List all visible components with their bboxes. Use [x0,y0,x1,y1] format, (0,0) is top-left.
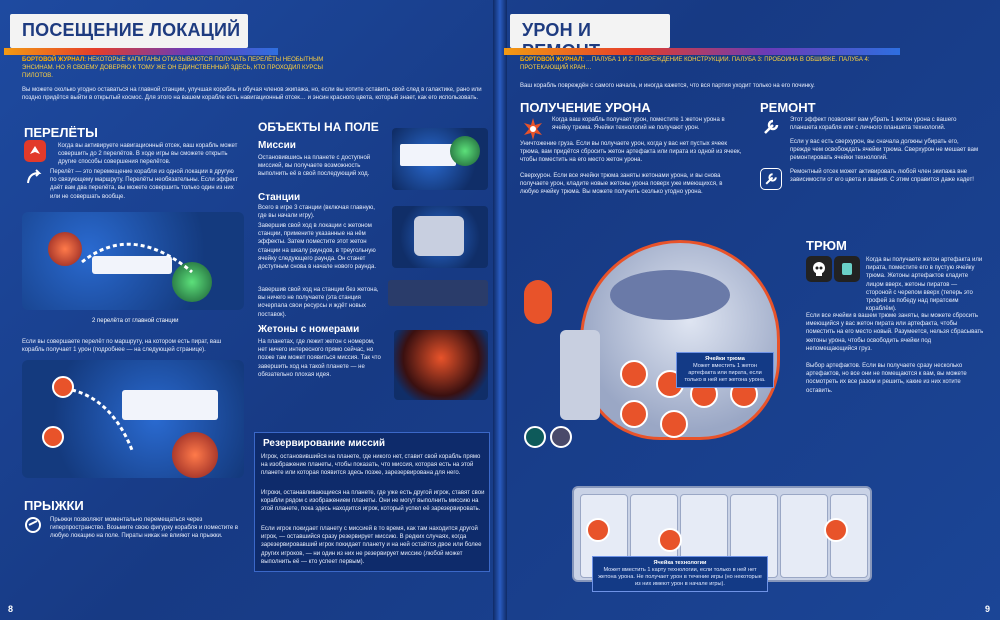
flights-heading: ПЕРЕЛЁТЫ [24,125,98,140]
hold-text-1: Когда вы получаете жетон артефакта или п… [866,257,983,313]
ship-log-label-right: БОРТОВОЙ ЖУРНАЛ: [520,57,585,63]
stations-text-1: Всего в игре 3 станции (включая главную,… [258,205,375,220]
reservation-heading: Резервирование миссий [263,438,386,449]
tech-slot-callout: Ячейка технологии Может вместить 1 карту… [592,556,768,592]
hold-text-3: Выбор артефактов. Если вы получаете сраз… [806,363,967,394]
damage-text-3: Сверхурон. Если все ячейки трюма заняты … [520,173,723,196]
intro-text: Вы можете сколько угодно оставаться на г… [22,87,482,102]
stations-text-3: Завершив свой ход на станции без жетона,… [258,287,379,318]
page-title-right: УРОН И РЕМОНТ [522,20,600,61]
missions-heading: Миссии [258,140,296,151]
ship-log-right: БОРТОВОЙ ЖУРНАЛ: …ПАЛУБА 1 И 2: ПОВРЕЖДЕ… [520,56,900,72]
jumps-text: Прыжки позволяют моментально перемещатьс… [50,517,239,540]
jumps-heading: ПРЫЖКИ [24,498,84,513]
map-caption: 2 перелёта от главной станции [92,318,179,324]
reservation-text-2: Игроки, останавливающиеся на планете, гд… [261,490,485,513]
repair-text-2: Если у вас есть сверхурон, вы сначала до… [790,139,979,162]
repair-heading: РЕМОНТ [760,100,816,115]
station-illustration [392,206,488,268]
mission-card-illustration [392,128,488,190]
page-number-left: 8 [8,604,14,614]
tech-slot-callout-text: Может вместить 1 карту технологии, если … [598,567,762,587]
ship-log: БОРТОВОЙ ЖУРНАЛ: НЕКОТОРЫЕ КАПИТАНЫ ОТКА… [22,56,342,80]
stations-heading: Станции [258,192,301,203]
repair-bay-icon [760,168,782,190]
hold-slots-callout: Ячейки трюма Может вместить 1 жетон арте… [676,352,774,388]
numbered-tokens-heading: Жетоны с номерами [258,324,360,335]
damage-text-2: Уничтожение груза. Если вы получаете уро… [520,141,742,164]
page-title-banner-right: УРОН И РЕМОНТ [504,14,900,61]
pirate-text: Если вы совершаете перелёт по маршруту, … [22,339,222,354]
wrench-icon [760,116,782,138]
damage-heading: ПОЛУЧЕНИЕ УРОНА [520,100,651,115]
repair-text-1: Этот эффект позволяет вам убрать 1 жетон… [790,117,957,132]
ship-board-illustration [520,230,790,450]
reservation-text-3: Если игрок покидает планету с миссией в … [261,526,482,565]
flights-text-2: Перелёт — это перемещение корабля из одн… [50,169,239,200]
numbered-token-illustration [394,330,488,400]
page-number-right: 9 [984,604,990,614]
objects-heading: ОБЪЕКТЫ НА ПОЛЕ [258,120,379,134]
missions-text: Остановившись на планете с доступной мис… [258,155,371,178]
hold-slots-callout-title: Ячейки трюма [705,356,745,362]
page-title-banner: ПОСЕЩЕНИЕ ЛОКАЦИЙ [4,14,278,55]
jump-icon [22,514,44,536]
damage-text-1: Когда ваш корабль получает урон, помести… [552,117,725,132]
hold-text-2: Если все ячейки в вашем трюме заняты, вы… [806,313,984,352]
numbered-tokens-text: На планетах, где лежит жетон с номером, … [258,339,381,378]
navigation-icon [24,140,46,162]
map-illustration-pirate [22,360,244,478]
ship-log-text: НЕКОТОРЫЕ КАПИТАНЫ ОТКАЗЫВАЮТСЯ ПОЛУЧАТЬ… [22,57,324,79]
ship-log-label: БОРТОВОЙ ЖУРНАЛ: [22,57,87,63]
flights-text-1: Когда вы активируете навигационный отсек… [58,143,238,166]
book-gutter [493,0,507,620]
hold-heading: ТРЮМ [806,238,847,253]
stations-text-2: Завершив свой ход в локации с жетоном ст… [258,223,377,271]
artifact-icon [834,256,860,282]
page-title: ПОСЕЩЕНИЕ ЛОКАЦИЙ [22,20,241,40]
reservation-box: Резервирование миссий Игрок, остановивши… [254,432,490,572]
repair-text-3: Ремонтный отсек может активировать любой… [790,169,974,184]
damage-icon [520,116,546,142]
map-illustration-flights [22,212,244,310]
intro-text-right: Ваш корабль повреждён с самого начала, и… [520,83,815,89]
flight-arrow-icon [24,168,44,188]
tech-slot-callout-title: Ячейка технологии [653,560,707,566]
ship-log-text-right: …ПАЛУБА 1 И 2: ПОВРЕЖДЕНИЕ КОНСТРУКЦИИ. … [520,57,870,71]
skull-icon [806,256,832,282]
reservation-text-1: Игрок, остановившийся на планете, где ни… [261,454,481,477]
round-track-illustration [388,280,488,306]
hold-slots-callout-text: Может вместить 1 жетон артефакта или пир… [684,363,766,383]
